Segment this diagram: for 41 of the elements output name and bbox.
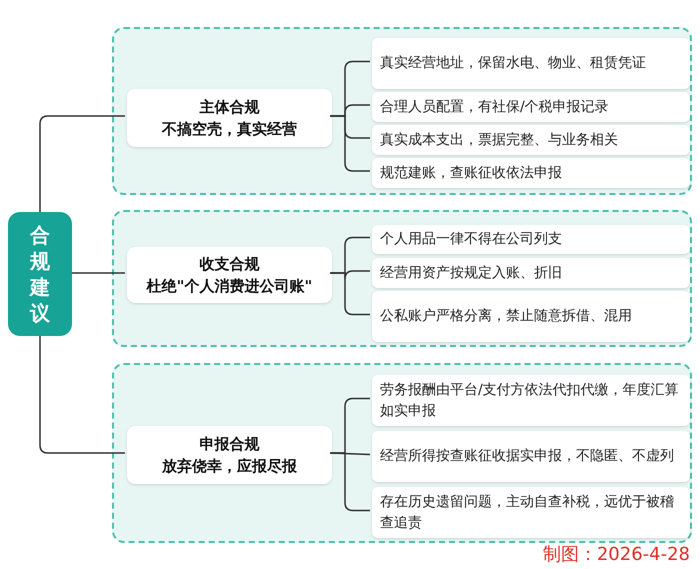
credit-note: 制图：2026-4-28 [542, 543, 690, 567]
topic-subtitle: 不搞空壳，真实经营 [162, 119, 297, 140]
item-text: 经营所得按查账征收据实申报，不隐匿、不虚列 [380, 447, 675, 466]
root-box [8, 212, 72, 336]
item-box [372, 487, 690, 538]
topic-box [127, 247, 332, 303]
topic-box [127, 426, 332, 484]
item-text: 存在历史遗留问题，主动自查补税，远优于被稽查追责 [380, 492, 675, 532]
item-text: 真实经营地址，保留水电、物业、租赁凭证 [380, 54, 647, 73]
item-box [372, 258, 690, 288]
topic-title: 收支合规 [200, 254, 260, 275]
item-box [372, 158, 690, 188]
connector-line [330, 452, 370, 512]
topic-title: 申报合规 [200, 434, 260, 455]
group-panel [112, 210, 692, 347]
connector-line [330, 115, 370, 172]
group-panel [112, 27, 692, 195]
connector-line [39, 336, 125, 454]
connector-line [39, 115, 125, 212]
topic-title: 主体合规 [200, 97, 260, 118]
item-box [372, 291, 690, 342]
item-box [372, 125, 690, 155]
item-text: 合理人员配置，有社保/个税申报记录 [380, 98, 610, 116]
item-text: 经营用资产按规定入账、折旧 [380, 264, 563, 282]
item-box [372, 38, 690, 89]
topic-box [127, 89, 332, 147]
item-text: 个人用品一律不得在公司列支 [380, 230, 563, 249]
connector-line [72, 272, 125, 274]
topic-subtitle: 放弃侥幸，应报尽报 [162, 456, 297, 477]
connector-line [330, 272, 370, 316]
group-panel [112, 363, 692, 543]
item-box [372, 225, 690, 254]
root-label: 合规建议 [30, 222, 50, 326]
item-box [372, 431, 690, 482]
item-text: 规范建账，查账征收依法申报 [380, 164, 563, 182]
item-text: 公私账户严格分离，禁止随意拆借、混用 [380, 307, 633, 326]
item-box [372, 92, 690, 122]
topic-subtitle: 杜绝"个人消费进公司账" [146, 276, 312, 297]
item-box [372, 375, 690, 426]
item-text: 劳务报酬由平台/支付方依法代扣代缴，年度汇算如实申报 [380, 380, 680, 420]
item-text: 真实成本支出，票据完整、与业务相关 [380, 130, 619, 150]
